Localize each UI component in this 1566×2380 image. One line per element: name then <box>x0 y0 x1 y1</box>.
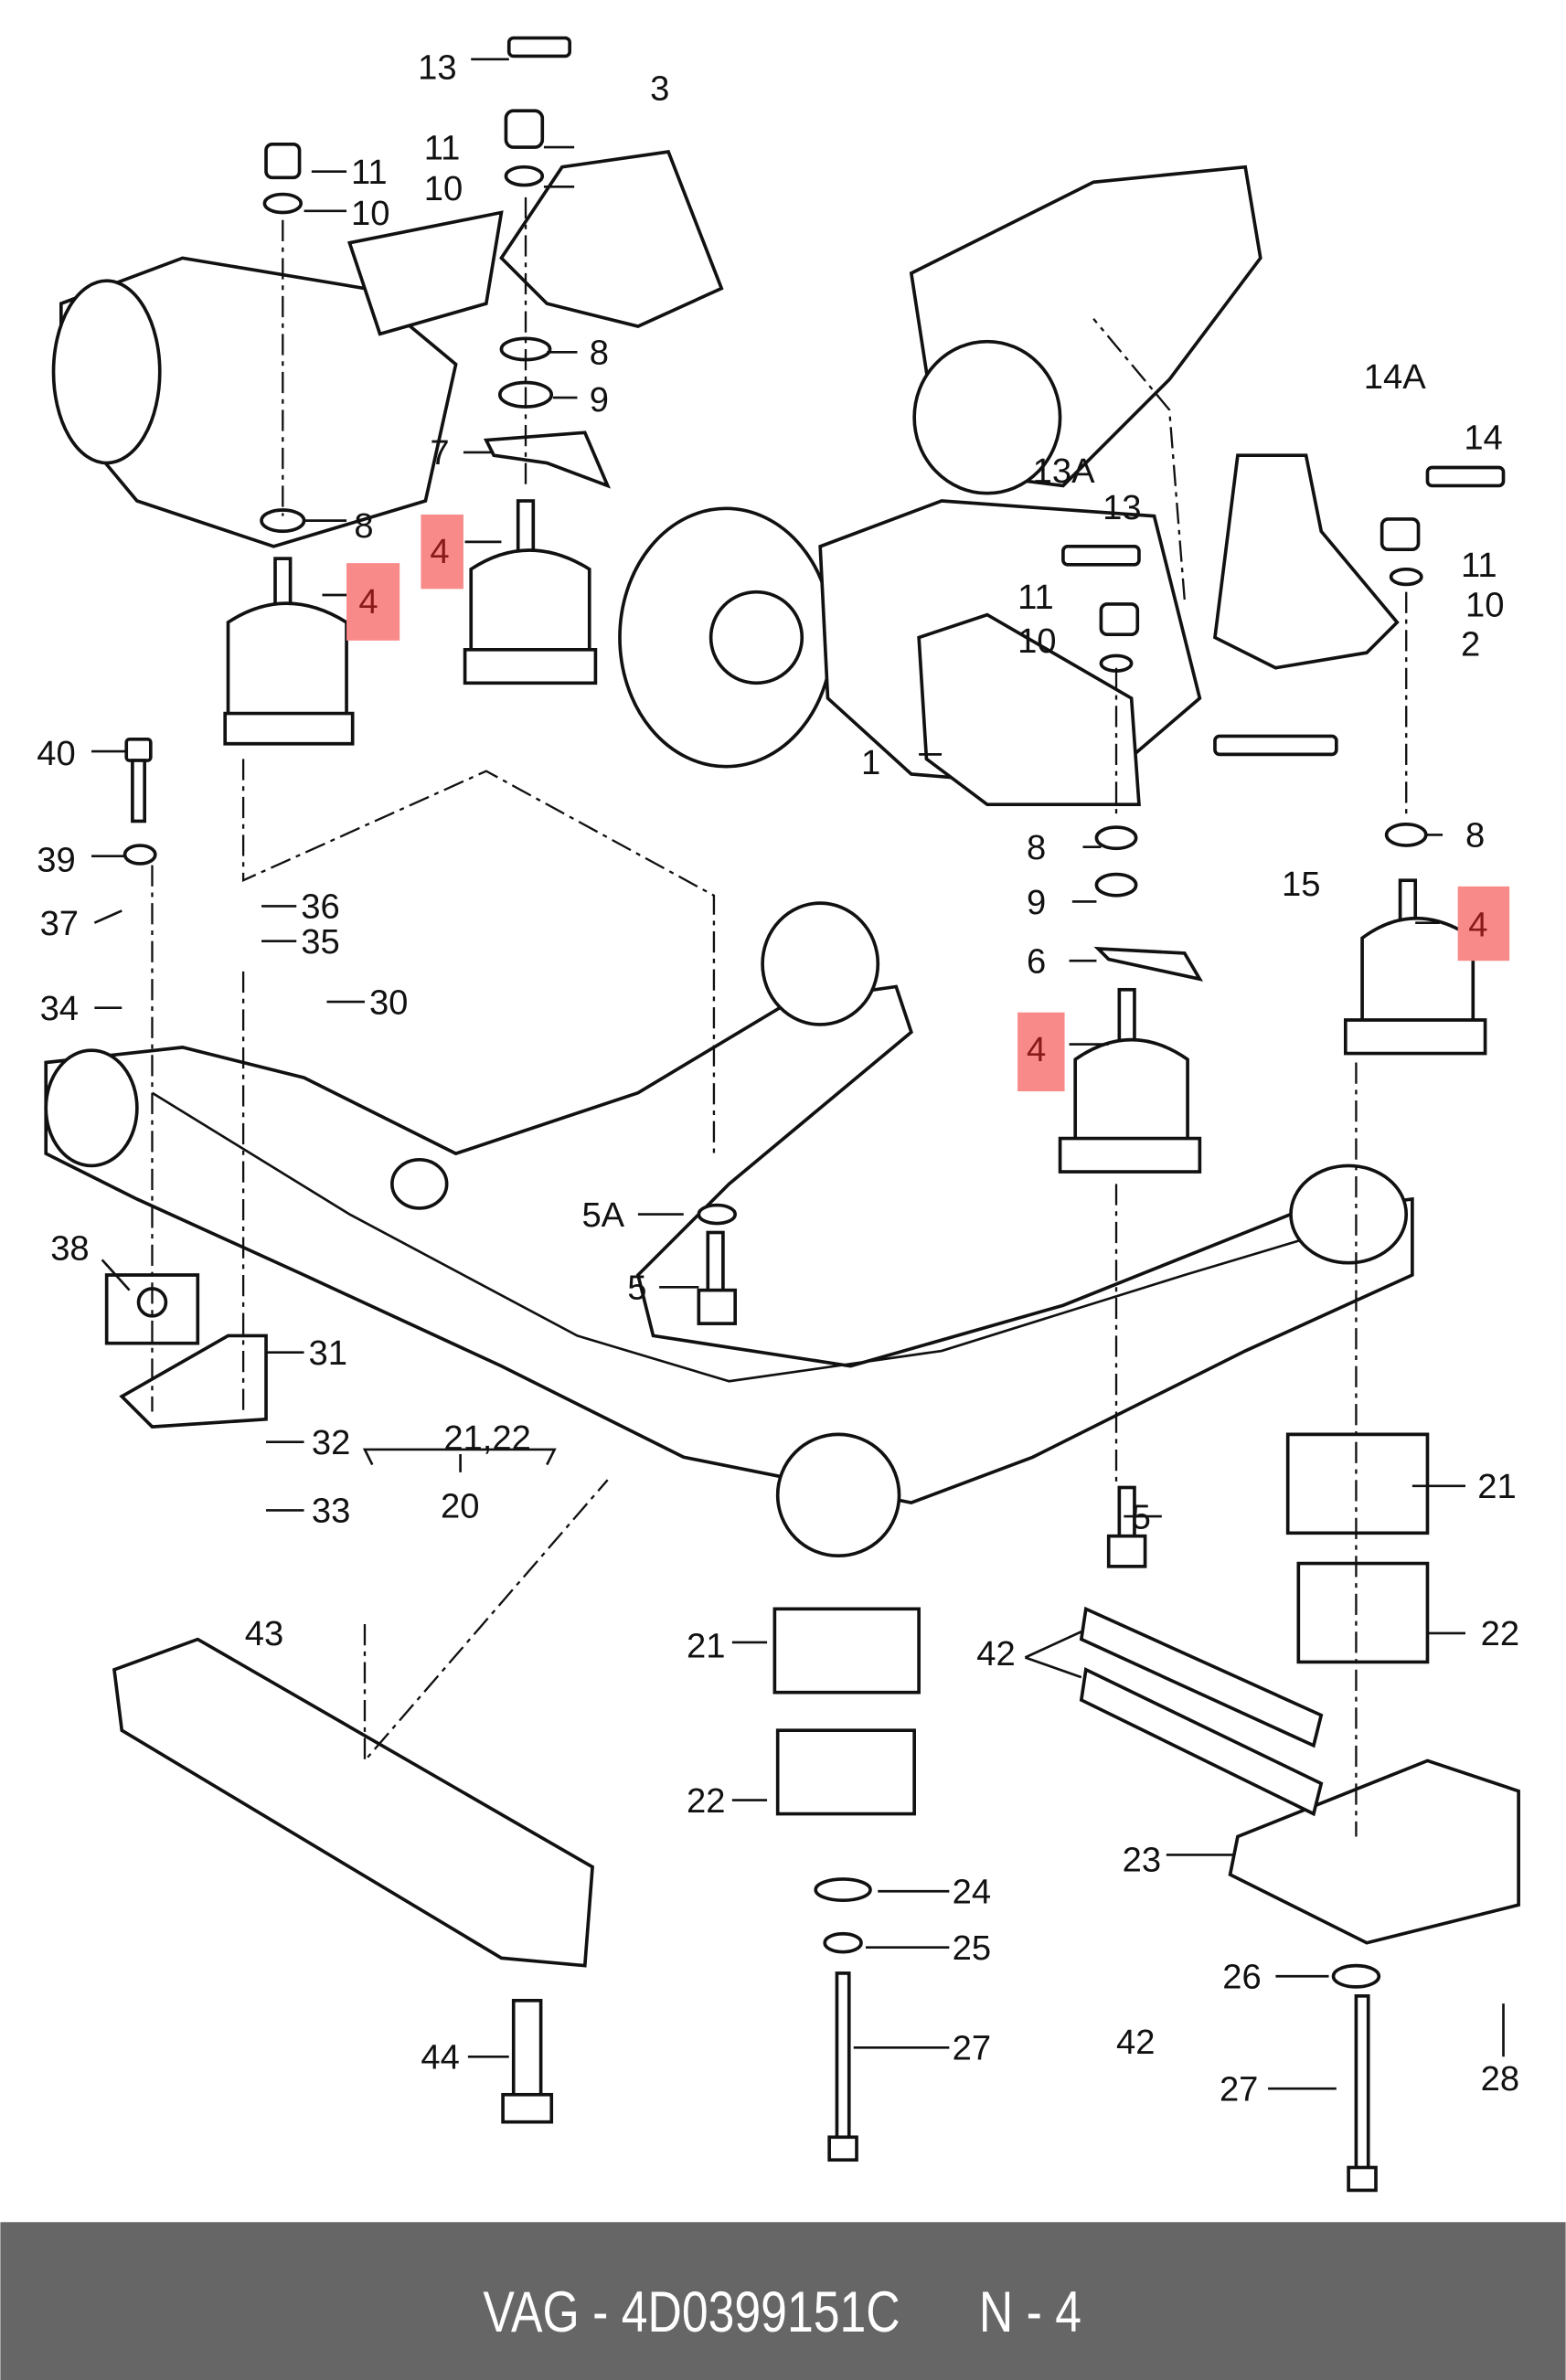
callout-label: 35 <box>301 922 339 962</box>
callout-label: 30 <box>369 983 408 1022</box>
callout-label: 21 <box>1477 1467 1516 1506</box>
callout-label: 11 <box>351 153 388 192</box>
callout-label: 22 <box>1481 1614 1519 1653</box>
callout-label: 40 <box>37 734 75 773</box>
callout-label: 42 <box>976 1634 1015 1673</box>
callout-label: 10 <box>1465 585 1504 624</box>
callout-label: 26 <box>1222 1958 1261 1997</box>
callout-label: 8 <box>590 334 609 373</box>
callout-label: 5 <box>627 1269 646 1308</box>
callout-label: 7 <box>430 433 449 473</box>
engine-mount-right-lower <box>1058 987 1202 1174</box>
highlighted-label: 4 <box>430 532 449 571</box>
callout-label: 25 <box>953 1928 991 1968</box>
callout-label: 37 <box>40 904 79 943</box>
callout-label: 39 <box>37 840 75 879</box>
callout-label: 8 <box>1027 828 1046 867</box>
highlight-box <box>1457 886 1510 962</box>
callout-label: 15 <box>1282 865 1320 904</box>
callout-label: 38 <box>50 1228 89 1268</box>
callout-label: 27 <box>953 2029 991 2068</box>
engine-mount-right-upper <box>1343 878 1487 1056</box>
highlighted-callouts: 4 4 4 4 <box>346 514 1510 1092</box>
highlight-box <box>1017 1012 1065 1092</box>
callout-label: 13A <box>1033 452 1095 491</box>
footer-part-info: VAG - 4D0399151C N - 4 <box>483 2280 1081 2344</box>
engine-mount-left <box>223 557 355 746</box>
callout-label: 24 <box>953 1873 991 1912</box>
callout-label: 34 <box>40 989 79 1028</box>
callout-label: 10 <box>1017 622 1056 661</box>
callout-label: 9 <box>1027 883 1046 922</box>
callout-label: 8 <box>354 506 373 546</box>
callout-label: 21,22 <box>443 1418 531 1458</box>
engine-mount-center <box>463 499 598 685</box>
callout-label: 11 <box>424 128 461 167</box>
part-number: 4D0399151C <box>622 2280 900 2344</box>
footer-bar: VAG - 4D0399151C N - 4 <box>0 2222 1566 2380</box>
callout-label: 11 <box>1461 546 1497 585</box>
callout-label: 10 <box>424 169 463 208</box>
callout-label: 33 <box>312 1492 350 1531</box>
callout-label: 5 <box>1132 1497 1151 1536</box>
diagram-artwork <box>44 36 1520 2193</box>
callout-label: 8 <box>1465 816 1485 855</box>
callout-label: 14 <box>1464 419 1502 458</box>
highlighted-label: 4 <box>358 582 378 622</box>
callout-label: 13 <box>1103 488 1141 527</box>
callout-label: 5A <box>581 1195 624 1235</box>
callout-label: 42 <box>1116 2023 1155 2062</box>
callout-label: 43 <box>245 1614 283 1653</box>
callout-label: 13 <box>418 48 456 87</box>
callout-label: 14A <box>1364 357 1426 397</box>
leader-lines <box>91 58 1505 2090</box>
highlight-box <box>346 563 400 641</box>
callout-label: 23 <box>1123 1841 1161 1880</box>
callout-label: 44 <box>421 2038 459 2077</box>
highlighted-label: 4 <box>1027 1030 1046 1069</box>
callout-label: 6 <box>1027 942 1046 982</box>
callout-labels: 13 3 11 10 11 10 8 9 7 8 14A 14 13A 13 1… <box>37 48 1519 2109</box>
callout-label: 22 <box>687 1781 725 1821</box>
highlighted-label: 4 <box>1468 906 1487 945</box>
callout-label: 9 <box>590 380 609 420</box>
callout-label: 32 <box>312 1423 350 1462</box>
callout-label: 3 <box>650 69 669 109</box>
callout-label: 36 <box>301 887 339 927</box>
callout-label: 21 <box>687 1627 725 1666</box>
callout-label: 11 <box>1017 578 1054 617</box>
callout-label: 27 <box>1220 2069 1258 2109</box>
callout-label: 2 <box>1461 624 1480 664</box>
highlight-box <box>421 514 463 590</box>
callout-label: 28 <box>1481 2059 1519 2098</box>
callout-label: 10 <box>351 194 389 233</box>
callout-label: 20 <box>441 1487 479 1526</box>
callout-label: 31 <box>309 1333 347 1373</box>
callout-label: 1 <box>861 743 880 782</box>
